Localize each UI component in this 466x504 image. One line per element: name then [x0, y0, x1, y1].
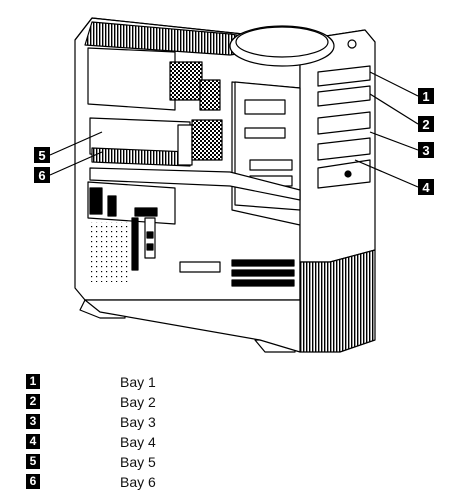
- callout-5: 5: [34, 147, 50, 163]
- callout-6: 6: [34, 167, 50, 183]
- callout-2-label: 2: [422, 117, 429, 132]
- legend-row-5: 5 Bay 5: [20, 452, 320, 472]
- legend-label: Bay 6: [120, 474, 156, 490]
- chassis: [74, 17, 376, 353]
- legend-row-2: 2 Bay 2: [20, 392, 320, 412]
- legend-label: Bay 2: [120, 394, 156, 410]
- callout-6-label: 6: [38, 168, 45, 183]
- callout-1: 1: [418, 88, 434, 104]
- callout-4-label: 4: [422, 180, 430, 195]
- callout-2: 2: [418, 116, 434, 132]
- legend-number: 3: [26, 414, 40, 429]
- callout-1-label: 1: [422, 89, 429, 104]
- callout-5-label: 5: [38, 148, 45, 163]
- legend-row-6: 6 Bay 6: [20, 472, 320, 492]
- callout-4: 4: [418, 179, 434, 195]
- computer-tower-diagram: 1 2 3 4 5 6: [34, 17, 434, 353]
- legend-label: Bay 4: [120, 434, 156, 450]
- legend-number: 1: [26, 374, 40, 389]
- callout-3-label: 3: [422, 143, 429, 158]
- legend-number: 4: [26, 434, 40, 449]
- legend-row-1: 1 Bay 1: [20, 372, 320, 392]
- legend: 1 Bay 1 2 Bay 2 3 Bay 3 4 Bay 4 5 Bay 5 …: [20, 372, 320, 492]
- callout-3: 3: [418, 142, 434, 158]
- legend-number: 5: [26, 454, 40, 469]
- legend-label: Bay 5: [120, 454, 156, 470]
- legend-number: 6: [26, 474, 40, 489]
- leader-lines: [49, 71, 419, 188]
- legend-row-3: 3 Bay 3: [20, 412, 320, 432]
- legend-number: 2: [26, 394, 40, 409]
- legend-label: Bay 1: [120, 374, 156, 390]
- legend-row-4: 4 Bay 4: [20, 432, 320, 452]
- legend-label: Bay 3: [120, 414, 156, 430]
